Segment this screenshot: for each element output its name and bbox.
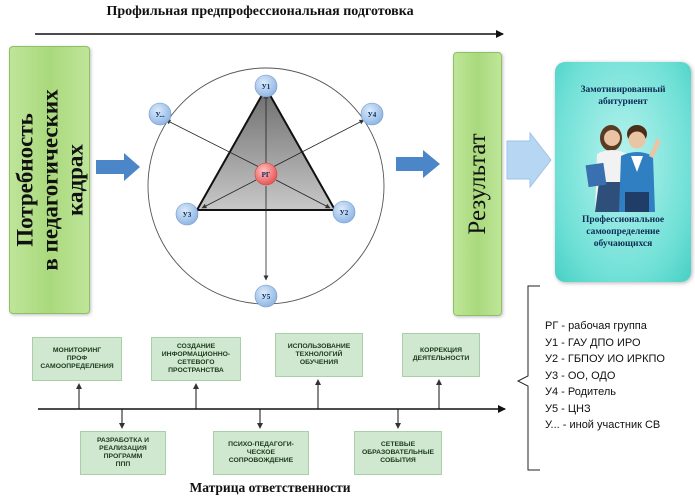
diagram-title: Профильная предпрофессиональная подготов… [106, 4, 414, 19]
matrix-box-info-network: СОЗДАНИЕ ИНФОРМАЦИОННО- СЕТЕВОГО ПРОСТРА… [151, 337, 241, 381]
node-label: У2 [340, 209, 349, 217]
legend-item: РГ - рабочая группа [545, 320, 647, 332]
need-box: Потребность в педагогических кадрах [9, 46, 90, 314]
node-u2: У2 [332, 200, 356, 224]
students-illustration [585, 125, 661, 212]
result-box: Результат [453, 52, 502, 316]
matrix-box-technologies: ИСПОЛЬЗОВАНИЕ ТЕХНОЛОГИЙ ОБУЧЕНИЯ [275, 333, 363, 377]
arrow-to-circle [96, 153, 140, 181]
result-label: Результат [463, 133, 491, 235]
node-u4: У4 [360, 102, 384, 126]
legend-bracket [516, 285, 540, 471]
need-label: Потребность в педагогических кадрах [12, 89, 87, 270]
matrix-title: Матрица ответственности [189, 480, 351, 495]
node-label: У... [155, 111, 164, 119]
legend: РГ - рабочая группа У1 - ГАУ ДПО ИРО У2 … [545, 318, 665, 434]
outcome-title: Замотивированный абитуриент [580, 85, 666, 107]
center-node-rg: РГ [254, 162, 278, 186]
node-label: У4 [368, 111, 377, 119]
node-other: У... [148, 102, 172, 126]
legend-item: У3 - ОО, ОДО [545, 369, 616, 382]
need-line-2: в педагогических [37, 89, 62, 271]
legend-item: У1 - ГАУ ДПО ИРО [545, 336, 641, 349]
matrix-box-network-events: СЕТЕВЫЕ ОБРАЗОВАТЕЛЬНЫЕ СОБЫТИЯ [354, 431, 442, 475]
arrow-to-outcome [506, 131, 552, 189]
node-u5: У5 [254, 284, 278, 308]
link-center-u4 [270, 119, 365, 169]
legend-item: У5 - ЦНЗ [545, 402, 591, 415]
node-u3: У3 [175, 202, 199, 226]
node-label: У1 [262, 83, 271, 91]
node-label: У5 [262, 293, 271, 301]
need-line-3: кадрах [62, 144, 87, 216]
matrix-box-correction: КОРРЕКЦИЯ ДЕЯТЕЛЬНОСТИ [402, 333, 480, 377]
legend-item: У2 - ГБПОУ ИО ИРКПО [545, 353, 665, 365]
matrix-box-programs: РАЗРАБОТКА И РЕАЛИЗАЦИЯ ПРОГРАММ ППП [80, 431, 166, 475]
link-center-other [165, 119, 262, 169]
node-label: У3 [183, 211, 192, 219]
legend-item: У... - иной участник СВ [545, 419, 661, 431]
arrow-to-result [396, 150, 440, 178]
matrix-box-psych-support: ПСИХО-ПЕДАГОГИ- ЧЕСКОЕ СОПРОВОЖДЕНИЕ [213, 431, 309, 475]
link-center-u2 [275, 179, 331, 209]
outcome-subtitle: Профессиональное самоопределение обучающ… [581, 215, 665, 249]
matrix-box-monitoring: МОНИТОРИНГ ПРОФ САМООПРЕДЕЛЕНИЯ [32, 337, 122, 381]
center-label: РГ [262, 171, 271, 179]
legend-item: У4 - Родитель [545, 386, 616, 398]
node-u1: У1 [254, 74, 278, 98]
outcome-box: Замотивированный абитуриент Профессионал… [555, 62, 691, 282]
need-line-1: Потребность [12, 113, 37, 247]
participants-diagram: РГ У1 У2 У3 У4 У5 У... [147, 67, 385, 308]
link-center-u3 [201, 179, 257, 209]
